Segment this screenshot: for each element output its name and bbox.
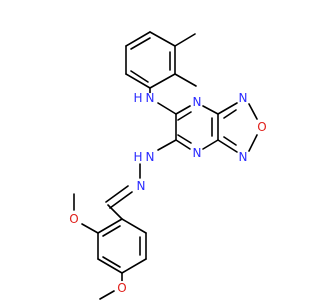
- pyrazine-n-bottom-label: N: [193, 146, 202, 160]
- bond: [121, 258, 147, 274]
- bond: [157, 139, 177, 151]
- bond: [174, 33, 196, 47]
- bond: [202, 105, 219, 115]
- bond: [107, 204, 123, 220]
- bond: [149, 73, 176, 89]
- bond: [99, 290, 115, 300]
- methoxy-o-upper-label: O: [69, 212, 78, 226]
- bond: [177, 111, 192, 121]
- bond: [105, 185, 129, 203]
- bond: [130, 70, 149, 83]
- bond: [217, 139, 238, 153]
- amine-n-label: N: [146, 91, 155, 105]
- bond: [174, 73, 197, 87]
- bond: [175, 105, 191, 115]
- bond: [202, 139, 219, 150]
- atom-labels: N H N N N O N N H N O O: [67, 91, 269, 295]
- bonds: [73, 31, 258, 300]
- bond: [130, 37, 151, 50]
- molecule-structure: N H N N N O N N H N O O: [67, 31, 269, 300]
- oxadiazole-n-top-label: N: [239, 91, 248, 105]
- bond: [149, 31, 176, 47]
- bond: [248, 134, 258, 152]
- bond: [121, 218, 147, 234]
- methoxy-o-lower-label: O: [117, 281, 126, 295]
- oxadiazole-o-label: O: [257, 120, 266, 134]
- bond: [223, 109, 237, 119]
- pyrazine-n-top-label: N: [193, 95, 202, 109]
- bond: [97, 218, 123, 234]
- bond: [97, 258, 123, 274]
- bond: [125, 31, 151, 47]
- bond: [217, 102, 238, 115]
- bond: [223, 136, 237, 146]
- bond: [109, 191, 133, 209]
- bond: [102, 225, 121, 237]
- bond: [177, 134, 192, 144]
- bond: [248, 103, 258, 120]
- bond: [125, 73, 151, 89]
- bond: [81, 223, 99, 234]
- amine-h-label: H: [133, 91, 142, 105]
- imine-n-label: N: [137, 179, 146, 193]
- bond: [175, 139, 191, 150]
- bond: [157, 102, 177, 115]
- bond: [102, 256, 121, 268]
- oxadiazole-n-bottom-label: N: [239, 150, 248, 164]
- hydrazone-n-label: N: [146, 150, 155, 164]
- hydrazone-h-label: H: [133, 150, 142, 164]
